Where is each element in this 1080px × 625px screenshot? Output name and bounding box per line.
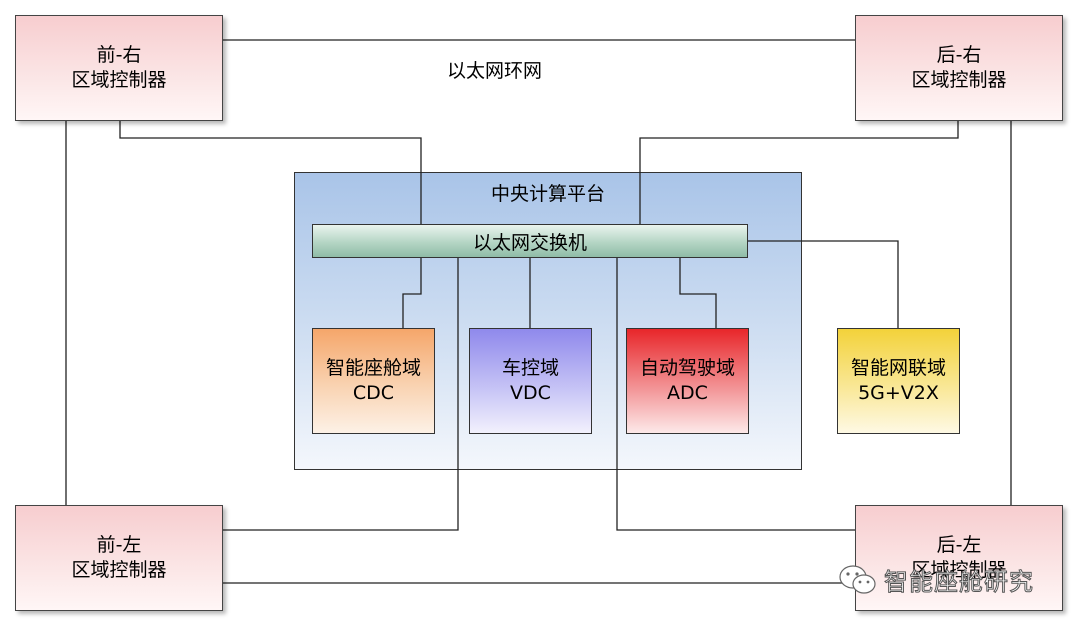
domain-code: CDC <box>352 382 395 404</box>
switch-label: 以太网交换机 <box>472 231 587 254</box>
ring-network-label: 以太网环网 <box>447 60 543 82</box>
wechat-icon <box>839 564 876 594</box>
front-right-controller: 前-右 区域控制器 <box>15 15 223 121</box>
domain-code: ADC <box>667 382 708 404</box>
domain-name: 智能网联域 <box>850 357 946 379</box>
controller-position-label: 前-右 <box>96 44 142 66</box>
adc-domain: 自动驾驶域 ADC <box>626 328 749 434</box>
controller-type-label: 区域控制器 <box>911 69 1007 91</box>
domain-name: 车控域 <box>501 357 559 379</box>
cdc-domain: 智能座舱域 CDC <box>312 328 435 434</box>
controller-type-label: 区域控制器 <box>911 559 1007 581</box>
watermark: 智能座舱研究 <box>838 562 1034 597</box>
switch-adc-line-inner <box>679 258 717 328</box>
central-platform-title: 中央计算平台 <box>490 183 605 205</box>
watermark-text: 智能座舱研究 <box>884 568 1034 597</box>
front-left-controller: 前-左 区域控制器 <box>15 505 223 611</box>
v2x-domain: 智能网联域 5G+V2X <box>837 328 960 434</box>
ethernet-switch: 以太网交换机 <box>312 224 748 258</box>
controller-position-label: 后-左 <box>936 534 982 556</box>
rear-left-controller: 后-左 区域控制器 <box>855 505 1063 611</box>
controller-position-label: 前-左 <box>96 534 142 556</box>
domain-code: VDC <box>510 382 551 404</box>
controller-type-label: 区域控制器 <box>71 559 167 581</box>
controller-position-label: 后-右 <box>936 44 982 66</box>
rear-right-controller: 后-右 区域控制器 <box>855 15 1063 121</box>
switch-cdc-line-inner <box>402 258 422 328</box>
domain-name: 智能座舱域 <box>325 357 421 379</box>
controller-type-label: 区域控制器 <box>71 69 167 91</box>
domain-name: 自动驾驶域 <box>639 357 735 379</box>
vdc-domain: 车控域 VDC <box>469 328 592 434</box>
domain-code: 5G+V2X <box>858 382 939 404</box>
